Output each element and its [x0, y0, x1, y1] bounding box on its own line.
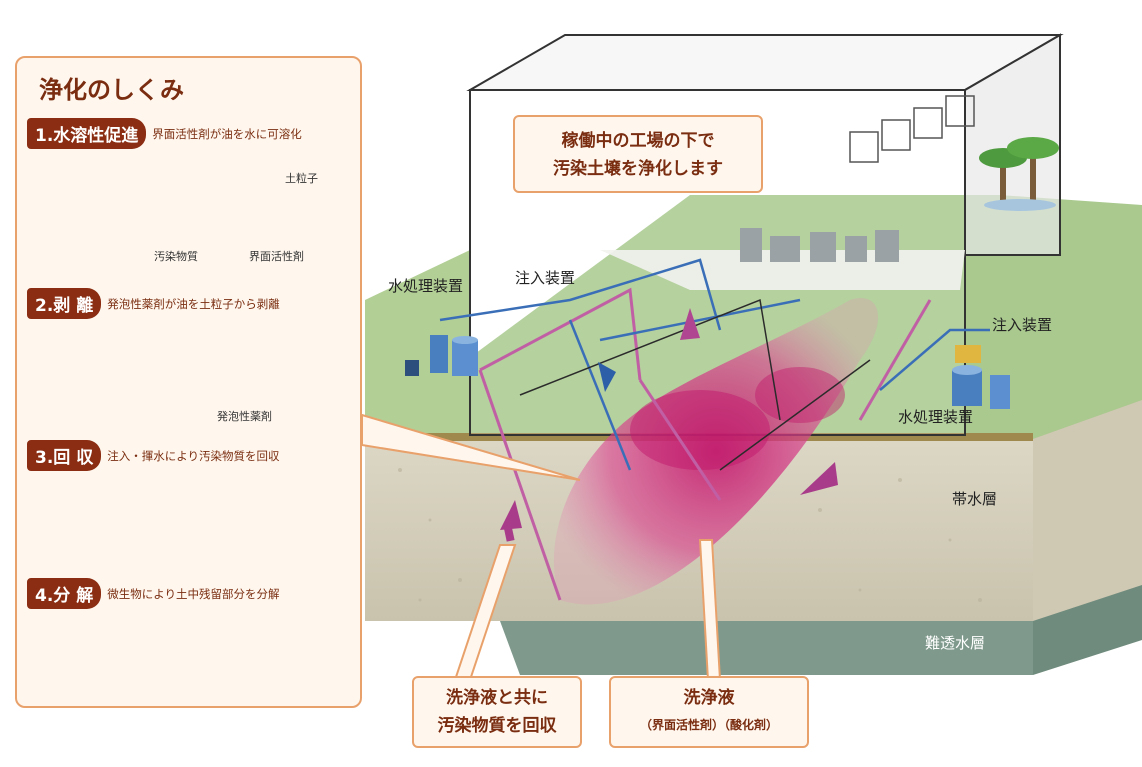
label-injection-left: 注入装置: [515, 269, 576, 287]
label-soil-particle: 土粒子: [285, 172, 318, 185]
ground-right-face: [1030, 400, 1142, 650]
water-treatment-right-tanks: [952, 345, 1010, 409]
step-3-badge: 3.回 収: [27, 440, 102, 471]
palm-trees: [979, 137, 1059, 211]
step-1-desc: 界面活性剤が油を水に可溶化: [152, 126, 302, 141]
label-surfactant: 界面活性剤: [249, 250, 304, 263]
factory-floor: [600, 250, 965, 290]
wash-callout-title: 洗浄液: [683, 688, 735, 708]
factory-roof: [466, 34, 1064, 91]
label-impermeable-layer: 難透水層: [925, 634, 986, 652]
step-2-badge: 2.剥 離: [27, 288, 102, 319]
label-foaming-agent: 発泡性薬剤: [217, 410, 272, 423]
step-3: 3.回 収 注入・揮水により汚染物質を回収: [27, 440, 280, 471]
label-water-treatment-left: 水処理装置: [388, 277, 464, 295]
label-water-treatment-right: 水処理装置: [898, 408, 974, 426]
ground-surface-left: [365, 250, 470, 440]
factory-machinery: [740, 228, 899, 262]
factory-callout-line-2: 汚染土壌を浄化します: [553, 159, 723, 179]
label-injection-right: 注入装置: [992, 316, 1053, 334]
step-2-desc: 発泡性薬剤が油を土粒子から剥離: [107, 296, 280, 311]
panel-title: 浄化のしくみ: [39, 76, 184, 104]
plume-core-right: [755, 367, 845, 423]
step-4-desc: 微生物により土中残留部分を分解: [107, 586, 280, 601]
label-aquifer: 帯水層: [952, 490, 998, 508]
injection-wells: [478, 287, 932, 601]
impermeable-side: [1033, 585, 1142, 675]
step-1: 1.水溶性促進 界面活性剤が油を水に可溶化: [27, 118, 302, 149]
recover-callout-line-1: 洗浄液と共に: [446, 688, 548, 708]
impermeable-layer: [500, 621, 1033, 675]
wash-callout: 洗浄液 （界面活性剤）（酸化剤）: [609, 676, 809, 748]
water-treatment-left-tanks: [405, 335, 478, 376]
factory-callout-line-1: 稼働中の工場の下で: [561, 131, 715, 151]
factory-windows: [849, 95, 975, 163]
label-contaminant: 汚染物質: [154, 250, 198, 263]
recover-callout-line-2: 汚染物質を回収: [437, 716, 557, 736]
plume-core: [630, 390, 770, 470]
wash-callout-sub: （界面活性剤）（酸化剤）: [639, 718, 778, 732]
recover-callout: 洗浄液と共に 汚染物質を回収: [412, 676, 582, 748]
step-4: 4.分 解 微生物により土中残留部分を分解: [27, 578, 280, 609]
factory-callout: 稼働中の工場の下で 汚染土壌を浄化します: [513, 115, 763, 193]
flow-arrows: [500, 308, 838, 542]
step-3-desc: 注入・揮水により汚染物質を回収: [107, 448, 280, 463]
step-1-badge: 1.水溶性促進: [27, 118, 147, 149]
purification-mechanism-panel: 浄化のしくみ 1.水溶性促進 界面活性剤が油を水に可溶化 2.剥 離 発泡性薬剤…: [15, 56, 362, 708]
soil-texture: [398, 468, 982, 602]
pipes: [439, 258, 990, 471]
step-2: 2.剥 離 発泡性薬剤が油を土粒子から剥離: [27, 288, 280, 319]
step-4-badge: 4.分 解: [27, 578, 102, 609]
